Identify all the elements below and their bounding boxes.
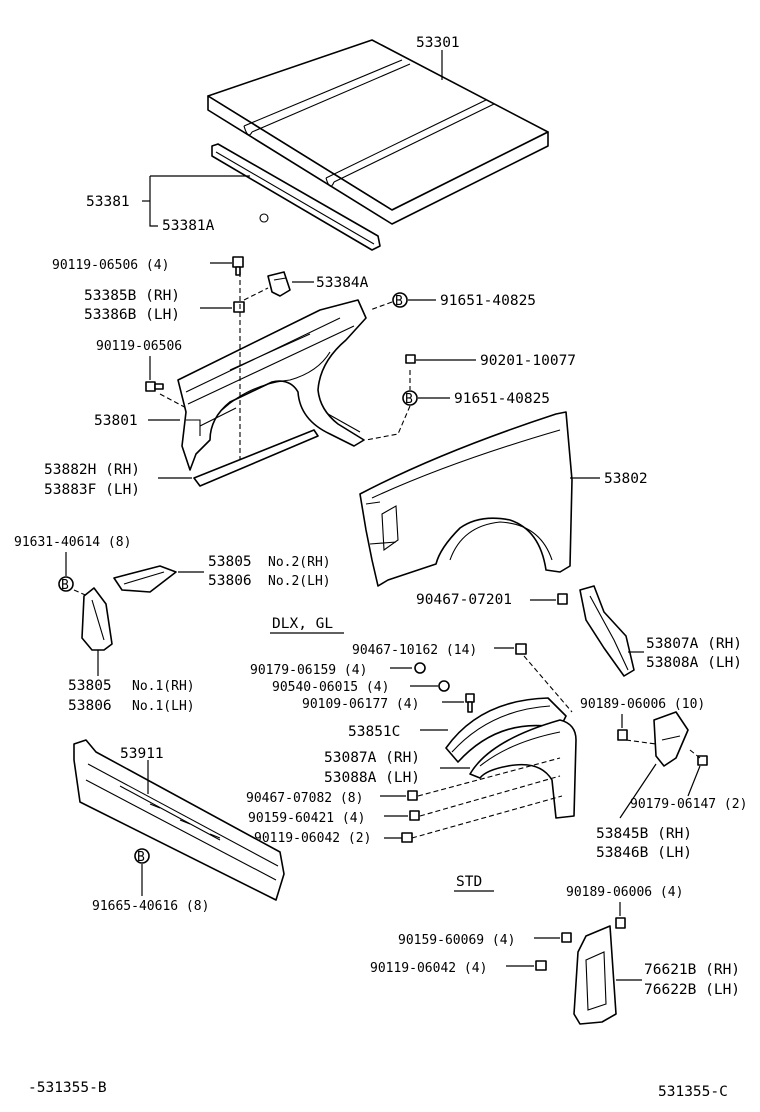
- clip-icon-4: [407, 790, 418, 801]
- front-spoiler-part: [73, 739, 285, 901]
- screw-icon-4: [561, 932, 572, 943]
- label-53087a: 53087A (RH): [324, 750, 420, 766]
- label-90159-60069: 90159-60069 (4): [398, 933, 515, 948]
- label-53845b: 53845B (RH): [596, 826, 692, 842]
- mudguard-inner-part: [579, 585, 635, 677]
- fender-flare-part: [469, 719, 577, 819]
- label-90119-06042-4: 90119-06042 (4): [370, 961, 487, 976]
- label-90189-06006-4: 90189-06006 (4): [566, 885, 683, 900]
- screw-icon: [617, 729, 628, 741]
- label-53806-no2-code: 53806: [208, 573, 252, 589]
- label-76621b: 76621B (RH): [644, 962, 740, 978]
- label-90119-06506: 90119-06506: [96, 339, 182, 354]
- ref-left: -531355-B: [28, 1080, 107, 1096]
- label-91651-40825-bot: 91651-40825: [454, 391, 550, 407]
- bolt-icon-3: [465, 693, 475, 713]
- b-symbol-icon: B: [392, 292, 408, 309]
- label-90159-60421: 90159-60421 (4): [248, 811, 365, 826]
- label-53386b: 53386B (LH): [84, 307, 180, 323]
- label-53802: 53802: [604, 471, 648, 487]
- label-53384a: 53384A: [316, 275, 369, 291]
- label-90467-07201: 90467-07201: [416, 592, 512, 608]
- bolt-icon-4: [401, 832, 413, 843]
- label-dlx-gl: DLX, GL: [272, 616, 333, 632]
- label-53088a: 53088A (LH): [324, 770, 420, 786]
- label-53381a: 53381A: [162, 218, 215, 234]
- label-53806-no1-code: 53806: [68, 698, 112, 714]
- label-53805-no1-code: 53805: [68, 678, 112, 694]
- label-91631-40614: 91631-40614 (8): [14, 535, 131, 550]
- svg-text:B: B: [395, 294, 403, 309]
- label-91665-40616: 91665-40616 (8): [92, 899, 209, 914]
- label-53851c: 53851C: [348, 724, 400, 740]
- b-symbol-icon-4: B: [134, 848, 150, 865]
- svg-text:B: B: [61, 578, 69, 593]
- front-fender-part: [359, 411, 573, 587]
- bolt-icon-2: [145, 381, 164, 392]
- label-53808a: 53808A (LH): [646, 655, 742, 671]
- label-90467-07082: 90467-07082 (8): [246, 791, 363, 806]
- bolt-icon: [232, 256, 244, 276]
- bracket-53384a-part: [267, 271, 291, 297]
- label-std: STD: [456, 874, 482, 890]
- mud-seal-no2-part: [113, 565, 177, 593]
- ref-right: 531355-C: [658, 1084, 728, 1100]
- label-76622b: 76622B (LH): [644, 982, 740, 998]
- nut-icon: [414, 662, 426, 674]
- label-53301: 53301: [416, 35, 460, 51]
- screw-icon-3: [615, 917, 626, 929]
- label-90109-06177: 90109-06177 (4): [302, 697, 419, 712]
- label-53806-no2-suffix: No.2(LH): [268, 574, 331, 589]
- wheel-arch-molding-part: [445, 697, 567, 763]
- clip-icon-3: [515, 643, 527, 655]
- screw-icon-2: [409, 810, 420, 821]
- label-53807a: 53807A (RH): [646, 636, 742, 652]
- side-rail-part: [193, 429, 319, 487]
- label-90119-06042-2: 90119-06042 (2): [254, 831, 371, 846]
- bracket-53845b-part: [653, 711, 689, 767]
- grommet-icon: [405, 354, 416, 364]
- label-53911: 53911: [120, 746, 164, 762]
- label-53805-no1-suffix: No.1(RH): [132, 679, 195, 694]
- clip-icon-2: [557, 593, 568, 605]
- svg-text:B: B: [137, 850, 145, 865]
- label-90540-06015: 90540-06015 (4): [272, 680, 389, 695]
- mud-flap-part: [573, 925, 617, 1025]
- b-symbol-icon-3: B: [58, 576, 74, 593]
- b-symbol-icon-2: B: [402, 390, 418, 407]
- label-53385b: 53385B (RH): [84, 288, 180, 304]
- mud-seal-no1-part: [81, 587, 113, 651]
- clip-icon: [233, 301, 245, 313]
- label-53806-no1-suffix: No.1(LH): [132, 699, 195, 714]
- washer-icon: [438, 680, 450, 692]
- label-90179-06159: 90179-06159 (4): [250, 663, 367, 678]
- hood-part: [207, 39, 549, 225]
- label-53801: 53801: [94, 413, 138, 429]
- label-90467-10162: 90467-10162 (14): [352, 643, 477, 658]
- label-90201-10077: 90201-10077: [480, 353, 576, 369]
- label-53805-no2-code: 53805: [208, 554, 252, 570]
- nut-icon-2: [697, 755, 708, 766]
- bolt-icon-5: [535, 960, 547, 971]
- label-53805-no2-suffix: No.2(RH): [268, 555, 331, 570]
- label-53846b: 53846B (LH): [596, 845, 692, 861]
- fender-apron-part: [177, 299, 367, 471]
- label-53381: 53381: [86, 194, 130, 210]
- label-90119-06506-4: 90119-06506 (4): [52, 258, 169, 273]
- label-53883f: 53883F (LH): [44, 482, 140, 498]
- label-91651-40825-top: 91651-40825: [440, 293, 536, 309]
- label-90189-06006-10: 90189-06006 (10): [580, 697, 705, 712]
- hood-seal-part: [211, 143, 381, 251]
- label-90179-06147: 90179-06147 (2): [630, 797, 747, 812]
- svg-text:B: B: [405, 392, 413, 407]
- label-53882h: 53882H (RH): [44, 462, 140, 478]
